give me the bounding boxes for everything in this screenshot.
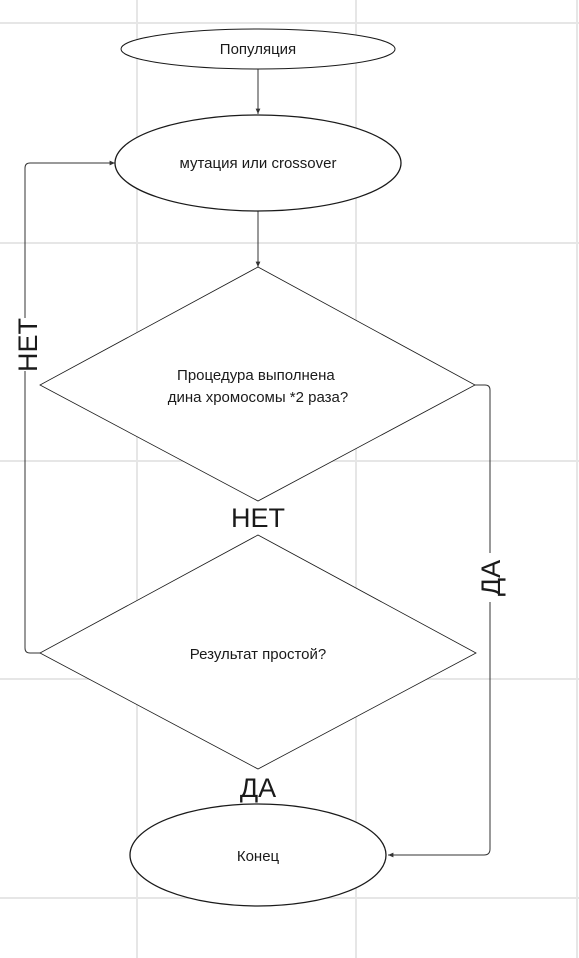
node-condition1-label: Процедура выполнена дина хромосомы *2 ра… (168, 367, 348, 406)
node-population-label: Популяция (220, 41, 296, 58)
edge-condition1-yes (388, 384, 491, 855)
node-end[interactable] (129, 803, 387, 907)
node-mutation[interactable] (114, 114, 402, 212)
node-condition1-line2: дина хромосомы *2 раза? (168, 389, 348, 406)
edge-condition2-no-loop (24, 163, 115, 654)
node-condition2[interactable] (39, 534, 477, 770)
edge-label-no-left: НЕТ (13, 318, 43, 372)
node-condition2-label: Результат простой? (190, 646, 326, 663)
node-end-label: Конец (237, 848, 280, 865)
node-condition1-line1: Процедура выполнена (177, 367, 335, 384)
node-population[interactable] (120, 28, 396, 70)
edge-label-yes-right: ДА (476, 560, 506, 596)
edge-label-no-middle: НЕТ (231, 503, 285, 533)
node-condition1[interactable] (39, 266, 476, 502)
edge-label-yes-bottom: ДА (240, 773, 276, 803)
node-mutation-label: мутация или crossover (180, 155, 337, 172)
